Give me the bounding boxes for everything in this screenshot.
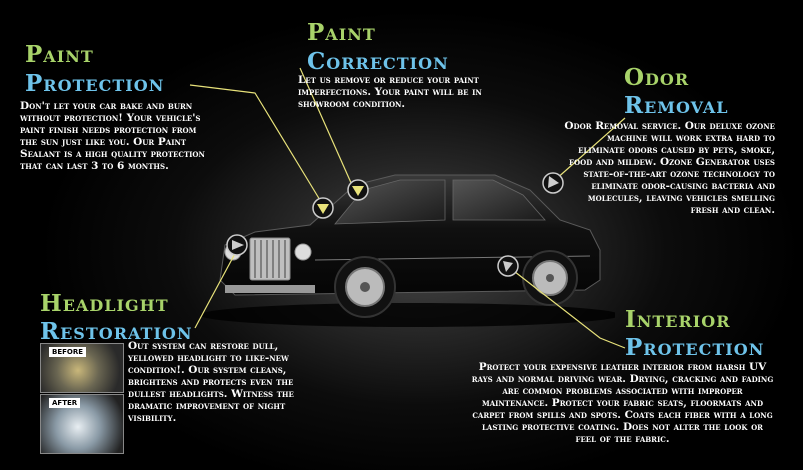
headlight-before-image: BEFORE bbox=[40, 343, 124, 393]
headlight-text: Out system can restore dull, yellowed he… bbox=[128, 340, 294, 424]
paint-protection-title-line1: Paint bbox=[25, 41, 94, 68]
interior-text: Protect your expensive leather interior … bbox=[471, 361, 774, 445]
before-label: BEFORE bbox=[49, 347, 87, 357]
paint-correction-title-line2: Correction bbox=[307, 48, 449, 75]
paint-correction-text: Let us remove or reduce your paint imper… bbox=[298, 74, 482, 110]
odor-removal-title-line2: Removal bbox=[624, 92, 729, 119]
paint-correction-title-line1: Paint bbox=[307, 19, 376, 46]
odor-removal-title-line1: Odor bbox=[624, 64, 690, 91]
headlight-after-image: AFTER bbox=[40, 394, 124, 454]
headlight-title-line2: Restoration bbox=[40, 318, 193, 345]
headlight-title-line1: Headlight bbox=[40, 290, 169, 317]
interior-title-line1: Interior bbox=[625, 306, 731, 333]
paint-protection-text: Don't let your car bake and burn without… bbox=[20, 100, 205, 172]
luxury-car-image bbox=[200, 174, 615, 327]
odor-removal-text: Odor Removal service. Our deluxe ozone m… bbox=[564, 120, 775, 216]
interior-title-line2: Protection bbox=[625, 334, 765, 361]
paint-protection-title-line2: Protection bbox=[25, 70, 165, 97]
after-label: AFTER bbox=[49, 398, 81, 408]
